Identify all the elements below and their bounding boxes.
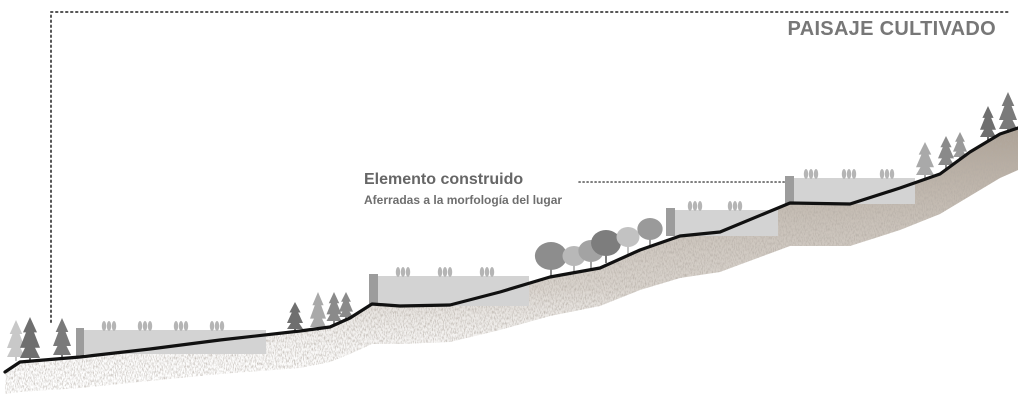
- broadleaf-tree: [616, 227, 640, 247]
- crop-tuft: [692, 201, 698, 211]
- crop-tuft: [405, 267, 411, 277]
- crop-tuft: [400, 267, 406, 277]
- crop-tuft: [183, 321, 189, 331]
- conifer-tree: [999, 92, 1017, 129]
- callout-subtitle: Aferradas a la morfología del lugar: [364, 193, 563, 207]
- tree-trunk: [29, 357, 31, 362]
- tree-trunk: [945, 164, 947, 169]
- crop-tuft: [889, 169, 895, 179]
- tree-trunk: [573, 264, 575, 273]
- tree-trunk: [924, 174, 926, 179]
- tree-trunk: [333, 320, 335, 325]
- tree-trunk: [649, 238, 651, 247]
- crop-tuft: [732, 201, 738, 211]
- crop-tuft: [142, 321, 148, 331]
- crop-tuft: [803, 169, 809, 179]
- tree-trunk: [590, 260, 592, 269]
- tree-trunk: [15, 356, 17, 361]
- crop-tuft: [808, 169, 814, 179]
- crop-tuft: [846, 169, 852, 179]
- crop-tuft: [437, 267, 443, 277]
- callout-title: Elemento construido: [364, 171, 524, 188]
- crop-tuft: [884, 169, 890, 179]
- crop-tuft: [447, 267, 453, 277]
- crop-tuft: [841, 169, 847, 179]
- crop-tuft: [173, 321, 179, 331]
- conifer-tree: [326, 292, 342, 321]
- conifer-tree: [339, 292, 353, 317]
- frame-dotted-line: [50, 11, 1011, 323]
- terrain-profile-line: [3, 126, 1018, 374]
- crop-tuft: [219, 321, 225, 331]
- crop-tuft: [851, 169, 857, 179]
- crop-tuft: [697, 201, 703, 211]
- conifer-tree: [287, 302, 303, 329]
- tree-trunk: [627, 245, 629, 254]
- terrace-1: [76, 328, 266, 356]
- broadleaf-tree: [637, 218, 663, 240]
- crop-tuft: [214, 321, 220, 331]
- crop-tuft: [395, 267, 401, 277]
- crop-tuft: [147, 321, 153, 331]
- tree-trunk: [61, 354, 63, 359]
- tree-trunk: [550, 268, 552, 277]
- crop-tuft: [106, 321, 112, 331]
- conifer-tree: [20, 317, 40, 358]
- conifer-tree: [310, 292, 326, 327]
- conifer-tree: [938, 136, 954, 165]
- diagram-title: PAISAJE CULTIVADO: [787, 18, 996, 40]
- tree-trunk: [987, 136, 989, 141]
- crop-rows: [101, 169, 895, 331]
- crop-tuft: [879, 169, 885, 179]
- crop-tuft: [209, 321, 215, 331]
- crop-tuft: [178, 321, 184, 331]
- crop-tuft: [687, 201, 693, 211]
- crop-tuft: [479, 267, 485, 277]
- conifer-tree: [916, 142, 934, 175]
- crop-tuft: [137, 321, 143, 331]
- crop-tuft: [484, 267, 490, 277]
- crop-tuft: [489, 267, 495, 277]
- crop-tuft: [813, 169, 819, 179]
- crop-tuft: [442, 267, 448, 277]
- crop-tuft: [727, 201, 733, 211]
- crop-tuft: [737, 201, 743, 211]
- tree-trunk: [605, 254, 607, 263]
- conifer-tree: [7, 320, 25, 357]
- trees: [7, 92, 1017, 362]
- conifer-tree: [953, 132, 967, 157]
- broadleaf-tree: [534, 242, 568, 270]
- crop-tuft: [111, 321, 117, 331]
- conifer-tree: [53, 318, 71, 355]
- crop-tuft: [101, 321, 107, 331]
- ground-texture: [5, 128, 1018, 394]
- conifer-tree: [980, 106, 996, 137]
- broadleaf-tree: [591, 230, 621, 256]
